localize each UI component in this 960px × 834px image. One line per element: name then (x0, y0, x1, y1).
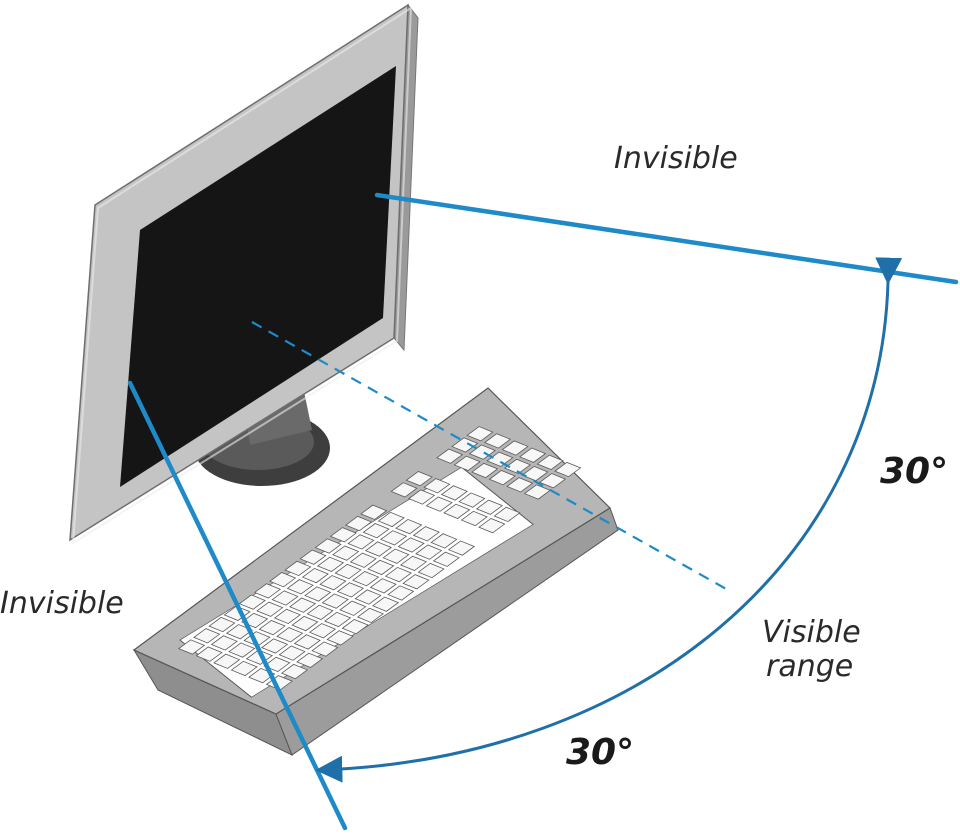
keyboard-key (278, 645, 306, 661)
keyboard-key (210, 635, 238, 651)
upper-boundary-line (374, 192, 959, 285)
angle-arc (315, 257, 903, 783)
keyboard-key (245, 649, 273, 665)
label-invisible-left: Invisible (0, 586, 124, 621)
keyboard-key (225, 624, 254, 640)
keyboard-key (258, 619, 286, 636)
keyboard-key (213, 653, 241, 669)
keyboard-key (253, 583, 282, 599)
keyboard-key (263, 656, 291, 673)
label-visible-range-line2: range (766, 649, 853, 684)
monitor (69, 3, 419, 545)
monitor-screen (120, 66, 396, 487)
keyboard-key (223, 605, 251, 621)
keyboard-key (195, 646, 223, 662)
keyboard-key (280, 663, 309, 680)
label-invisible-top: Invisible (614, 141, 738, 176)
keyboard-key (286, 579, 314, 595)
keyboard-key (271, 590, 299, 606)
keyboard-key (208, 616, 236, 633)
keyboard-key (284, 560, 312, 577)
keyboard-key (260, 638, 289, 654)
keyboard-key (177, 639, 206, 655)
keyboard-key (230, 660, 258, 677)
keyboard-key (238, 594, 266, 610)
keyboard-key (228, 642, 256, 658)
keyboard-key (269, 572, 297, 588)
keyboard-key (273, 608, 301, 625)
lower-boundary-line (127, 380, 348, 831)
keyboard-key (276, 627, 304, 643)
label-angle-lower: 30° (566, 732, 634, 773)
keyboard-key (193, 628, 221, 644)
label-angle-upper: 30° (880, 451, 948, 492)
label-visible-range-line1: Visible (762, 615, 861, 650)
keyboard-key (256, 601, 284, 617)
